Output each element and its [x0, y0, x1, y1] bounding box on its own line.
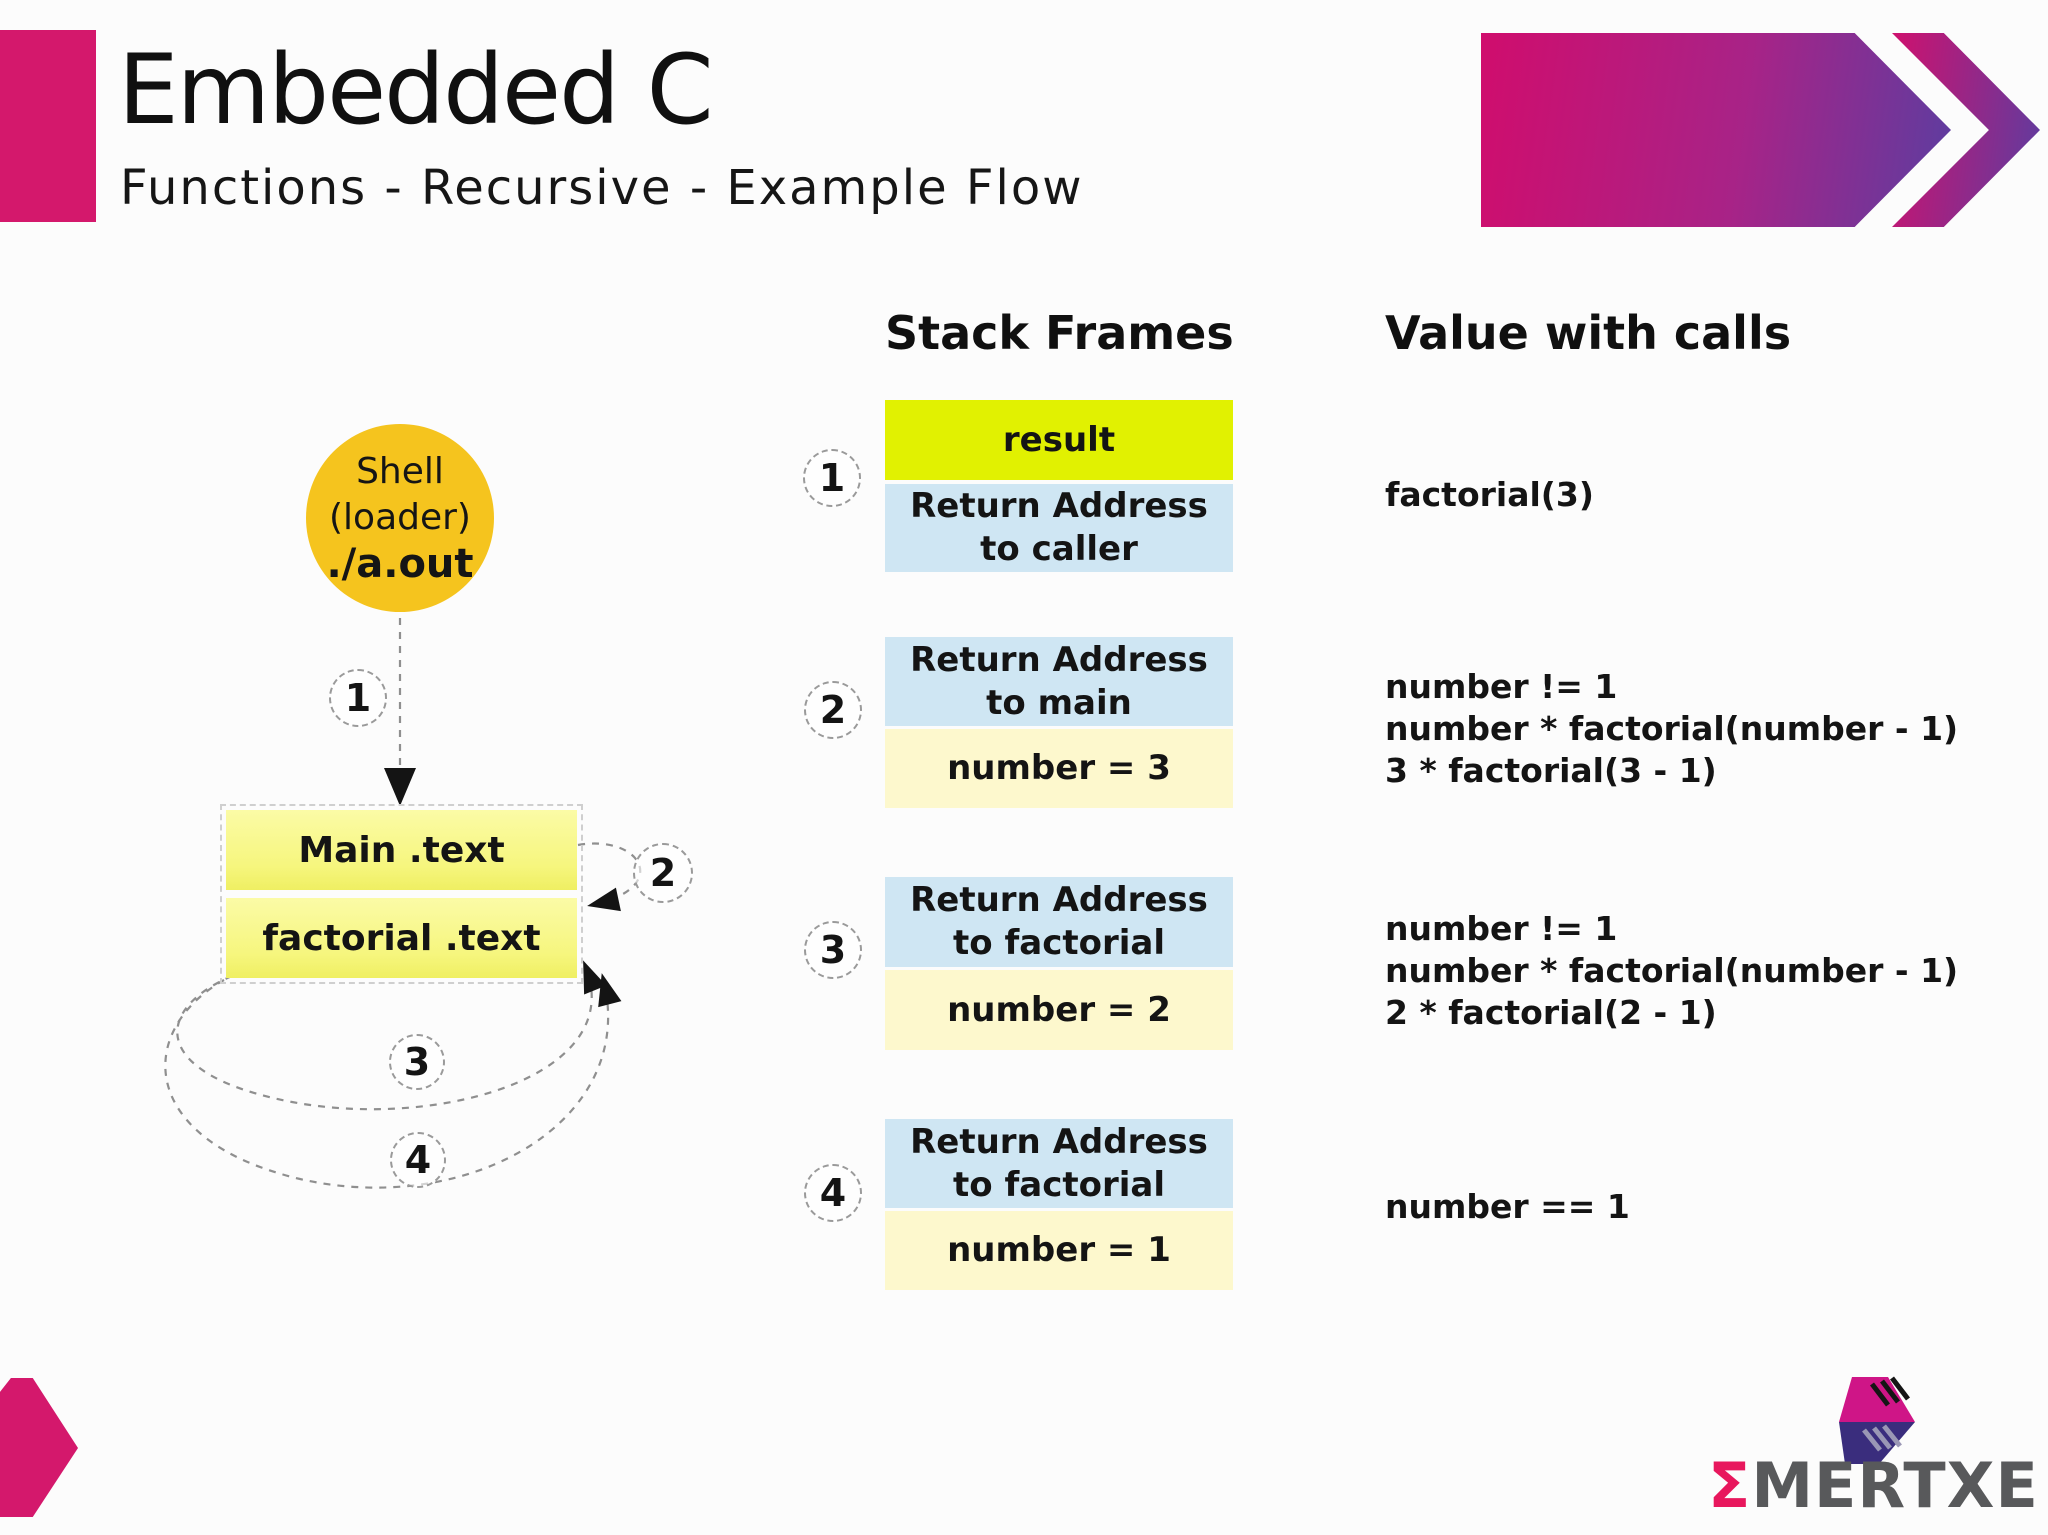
diagram-step-2: 2: [633, 843, 693, 903]
footer-corner-graphic: [0, 1378, 78, 1517]
header-arrow-graphic: [1481, 33, 1951, 227]
factorial-text-box: factorial .text: [226, 898, 577, 978]
call-arc-main-to-factorial: [577, 842, 642, 912]
emertxe-logo-text: ΣMERTXE: [1708, 1449, 2039, 1522]
recursive-arc-3: [176, 960, 607, 1111]
logo-sigma: Σ: [1708, 1449, 1752, 1522]
emertxe-logo-icon: [1839, 1376, 1915, 1464]
value-item-4: number == 1: [1385, 1187, 1630, 1226]
accent-bar: [0, 30, 96, 222]
stack-row-number-1: number = 1: [885, 1211, 1233, 1290]
stack-step-4: 4: [804, 1164, 862, 1222]
stack-row-number-3: number = 3: [885, 729, 1233, 808]
value-item-1: factorial(3): [1385, 475, 1594, 514]
diagram-step-4: 4: [390, 1132, 446, 1188]
value-item-3: number != 1 number * factorial(number - …: [1385, 909, 1959, 1032]
recursive-arc-4: [164, 973, 622, 1189]
diagram-step-1: 1: [329, 669, 387, 727]
page-title: Embedded C: [118, 34, 714, 146]
stack-step-2: 2: [804, 681, 862, 739]
value-with-calls-heading: Value with calls: [1385, 306, 1792, 360]
shell-line: Shell: [356, 451, 444, 492]
shell-loader-node: Shell (loader) ./a.out: [306, 424, 494, 612]
call-arrow-shell-to-main-head: [384, 768, 416, 806]
stack-row-number-2: number = 2: [885, 970, 1233, 1050]
value-item-2: number != 1 number * factorial(number - …: [1385, 667, 1959, 790]
shell-line: (loader): [329, 497, 471, 538]
stack-frames-heading: Stack Frames: [885, 306, 1234, 360]
program-text-sections: Main .text factorial .text: [220, 804, 583, 984]
stack-row-result: result: [885, 400, 1233, 480]
stack-step-1: 1: [803, 449, 861, 507]
page-subtitle: Functions - Recursive - Example Flow: [120, 160, 1084, 216]
diagram-step-3: 3: [389, 1034, 445, 1090]
logo-name: MERTXE: [1751, 1449, 2039, 1522]
stack-row-return-to-caller: Return Address to caller: [885, 484, 1233, 572]
stack-row-return-to-factorial-1: Return Address to factorial: [885, 877, 1233, 967]
main-text-box: Main .text: [226, 810, 577, 890]
stack-row-return-to-main: Return Address to main: [885, 637, 1233, 726]
stack-step-3: 3: [804, 921, 862, 979]
shell-command: ./a.out: [326, 541, 474, 587]
stack-row-return-to-factorial-2: Return Address to factorial: [885, 1119, 1233, 1208]
